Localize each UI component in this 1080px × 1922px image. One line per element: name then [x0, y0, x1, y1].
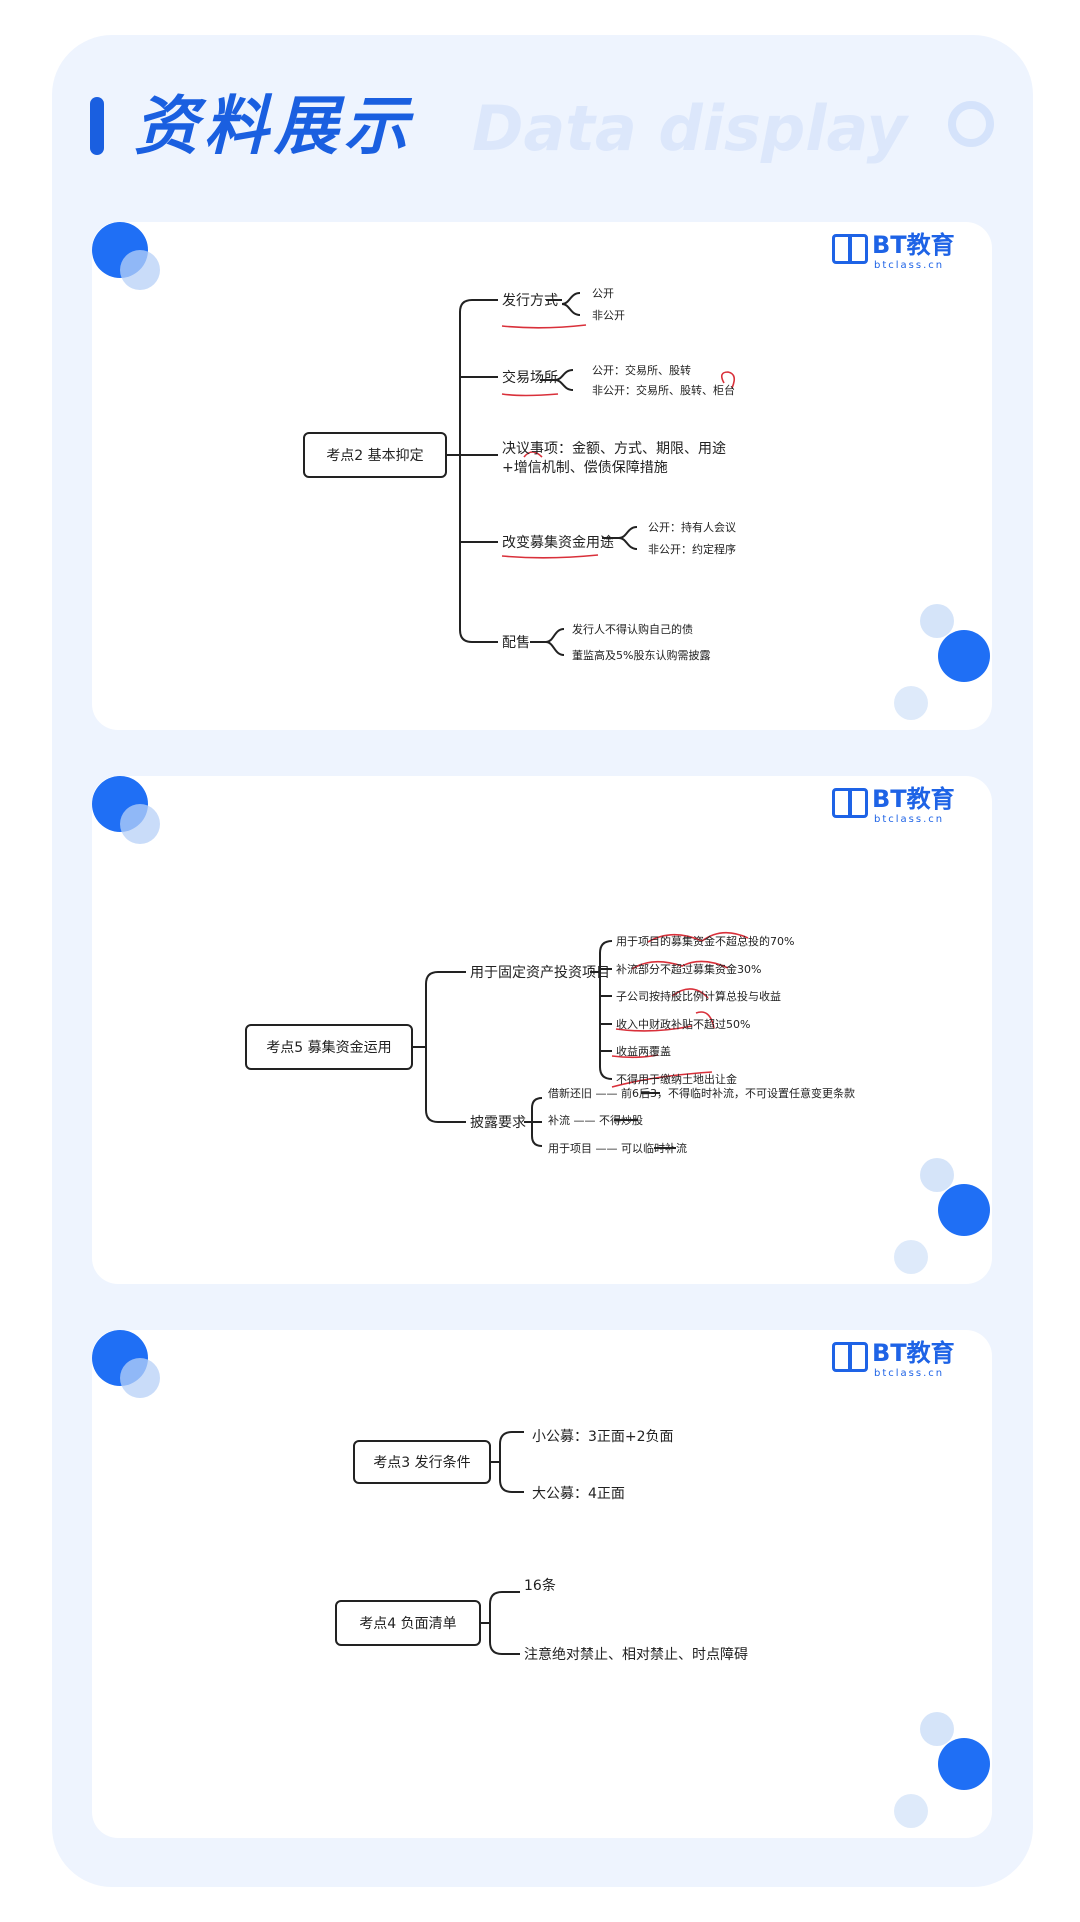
- section-subtitle: Data display: [472, 92, 907, 165]
- mm1-branch: 改变募集资金用途: [502, 534, 614, 551]
- brand-domain: btclass.cn: [874, 814, 945, 825]
- mm1-root: 考点2 基本抑定: [326, 447, 423, 464]
- mm2-leaf: 收入中财政补贴不超过50%: [616, 1017, 750, 1031]
- mm2-leaf: 收益两覆盖: [616, 1044, 671, 1058]
- mm3-leaf: 小公募：3正面+2负面: [532, 1429, 674, 1445]
- mm1-leaf: 发行人不得认购自己的债: [572, 622, 693, 636]
- mm1-branch: 决议事项：金额、方式、期限、用途: [502, 440, 726, 457]
- book-logo-icon: [832, 788, 868, 818]
- circle-decoration-icon: [120, 804, 160, 844]
- brand-logo: BT教育 btclass.cn: [832, 784, 972, 828]
- mm3-leaf: 注意绝对禁止、相对禁止、时点障碍: [524, 1646, 748, 1663]
- mm2-leaf: 子公司按持股比例计算总投与收益: [616, 989, 781, 1003]
- mindmap-1: 考点2 基本抑定 发行方式 公开 非公开 交易场所 公开：交易所、股转 非公开：…: [303, 287, 736, 662]
- brand-logo: BT教育 btclass.cn: [832, 1338, 972, 1382]
- section-header: 资料展示 Data display: [52, 35, 1033, 215]
- circle-decoration-icon: [938, 1184, 990, 1236]
- brand-domain: btclass.cn: [874, 260, 945, 271]
- mindmap-card-2: BT教育 btclass.cn: [92, 776, 992, 1284]
- content-panel: 资料展示 Data display BT教育 btclass.cn: [52, 35, 1033, 1887]
- mm1-branch: 交易场所: [502, 369, 558, 386]
- brand-name: BT教育: [872, 1339, 955, 1367]
- mm3-leaf: 大公募：4正面: [532, 1486, 625, 1502]
- mm1-leaf: 公开：持有人会议: [648, 520, 736, 534]
- mm1-leaf: 公开: [592, 287, 614, 300]
- book-logo-icon: [832, 1342, 868, 1372]
- circle-decoration-icon: [938, 1738, 990, 1790]
- mm2-leaf: 用于项目 —— 可以临时补流: [548, 1141, 687, 1155]
- mm1-branch: 发行方式: [502, 293, 558, 309]
- mm1-leaf: 公开：交易所、股转: [592, 363, 691, 377]
- circle-decoration-icon: [120, 1358, 160, 1398]
- brand-domain: btclass.cn: [874, 1368, 945, 1379]
- book-logo-icon: [832, 234, 868, 264]
- circle-decoration-icon: [920, 1712, 954, 1746]
- circle-decoration-icon: [894, 686, 928, 720]
- brand-name: BT教育: [872, 231, 955, 259]
- mm3-root-1: 考点3 发行条件: [373, 1454, 470, 1471]
- mm1-leaf: 非公开：交易所、股转、柜台: [592, 383, 735, 397]
- circle-decoration-icon: [920, 604, 954, 638]
- section-title: 资料展示: [134, 90, 414, 164]
- mm2-branch: 用于固定资产投资项目: [470, 965, 610, 981]
- mm3-leaf: 16条: [524, 1577, 556, 1594]
- mm1-leaf: 非公开：约定程序: [648, 542, 736, 556]
- mm1-branch: 配售: [502, 635, 530, 651]
- mm1-leaf: 非公开: [592, 309, 625, 322]
- circle-decoration-icon: [938, 630, 990, 682]
- mm1-branch: +增信机制、偿债保障措施: [502, 460, 668, 476]
- mm2-leaf: 借新还旧 —— 前6后3，不得临时补流，不可设置任意变更条款: [548, 1086, 855, 1100]
- title-accent-bar: [90, 97, 104, 155]
- ring-decoration-icon: [948, 101, 994, 147]
- brand-logo: BT教育 btclass.cn: [832, 230, 972, 274]
- mindmap-2: 考点5 募集资金运用 用于固定资产投资项目 用于项目的募集资金不超总投的70% …: [245, 931, 855, 1155]
- mm2-leaf: 不得用于缴纳土地出让金: [616, 1072, 737, 1086]
- circle-decoration-icon: [894, 1240, 928, 1274]
- mm3-root-2: 考点4 负面清单: [359, 1616, 456, 1632]
- mindmap-card-3: BT教育 btclass.cn 考点3 发行条件 小公募：3正面+2负面 大公募…: [92, 1330, 992, 1838]
- mindmap-3: 考点3 发行条件 小公募：3正面+2负面 大公募：4正面 考点4 负面清单 16…: [335, 1429, 748, 1663]
- mm2-branch: 披露要求: [470, 1115, 526, 1131]
- circle-decoration-icon: [120, 250, 160, 290]
- brand-name: BT教育: [872, 785, 955, 813]
- mm2-leaf: 补流部分不超过募集资金30%: [616, 962, 761, 976]
- mm1-leaf: 董监高及5%股东认购需披露: [572, 648, 710, 662]
- circle-decoration-icon: [894, 1794, 928, 1828]
- circle-decoration-icon: [920, 1158, 954, 1192]
- mm2-leaf: 用于项目的募集资金不超总投的70%: [616, 934, 794, 948]
- mindmap-card-1: BT教育 btclass.cn: [92, 222, 992, 730]
- mm2-root: 考点5 募集资金运用: [266, 1039, 391, 1056]
- mm2-leaf: 补流 —— 不得炒股: [548, 1113, 643, 1127]
